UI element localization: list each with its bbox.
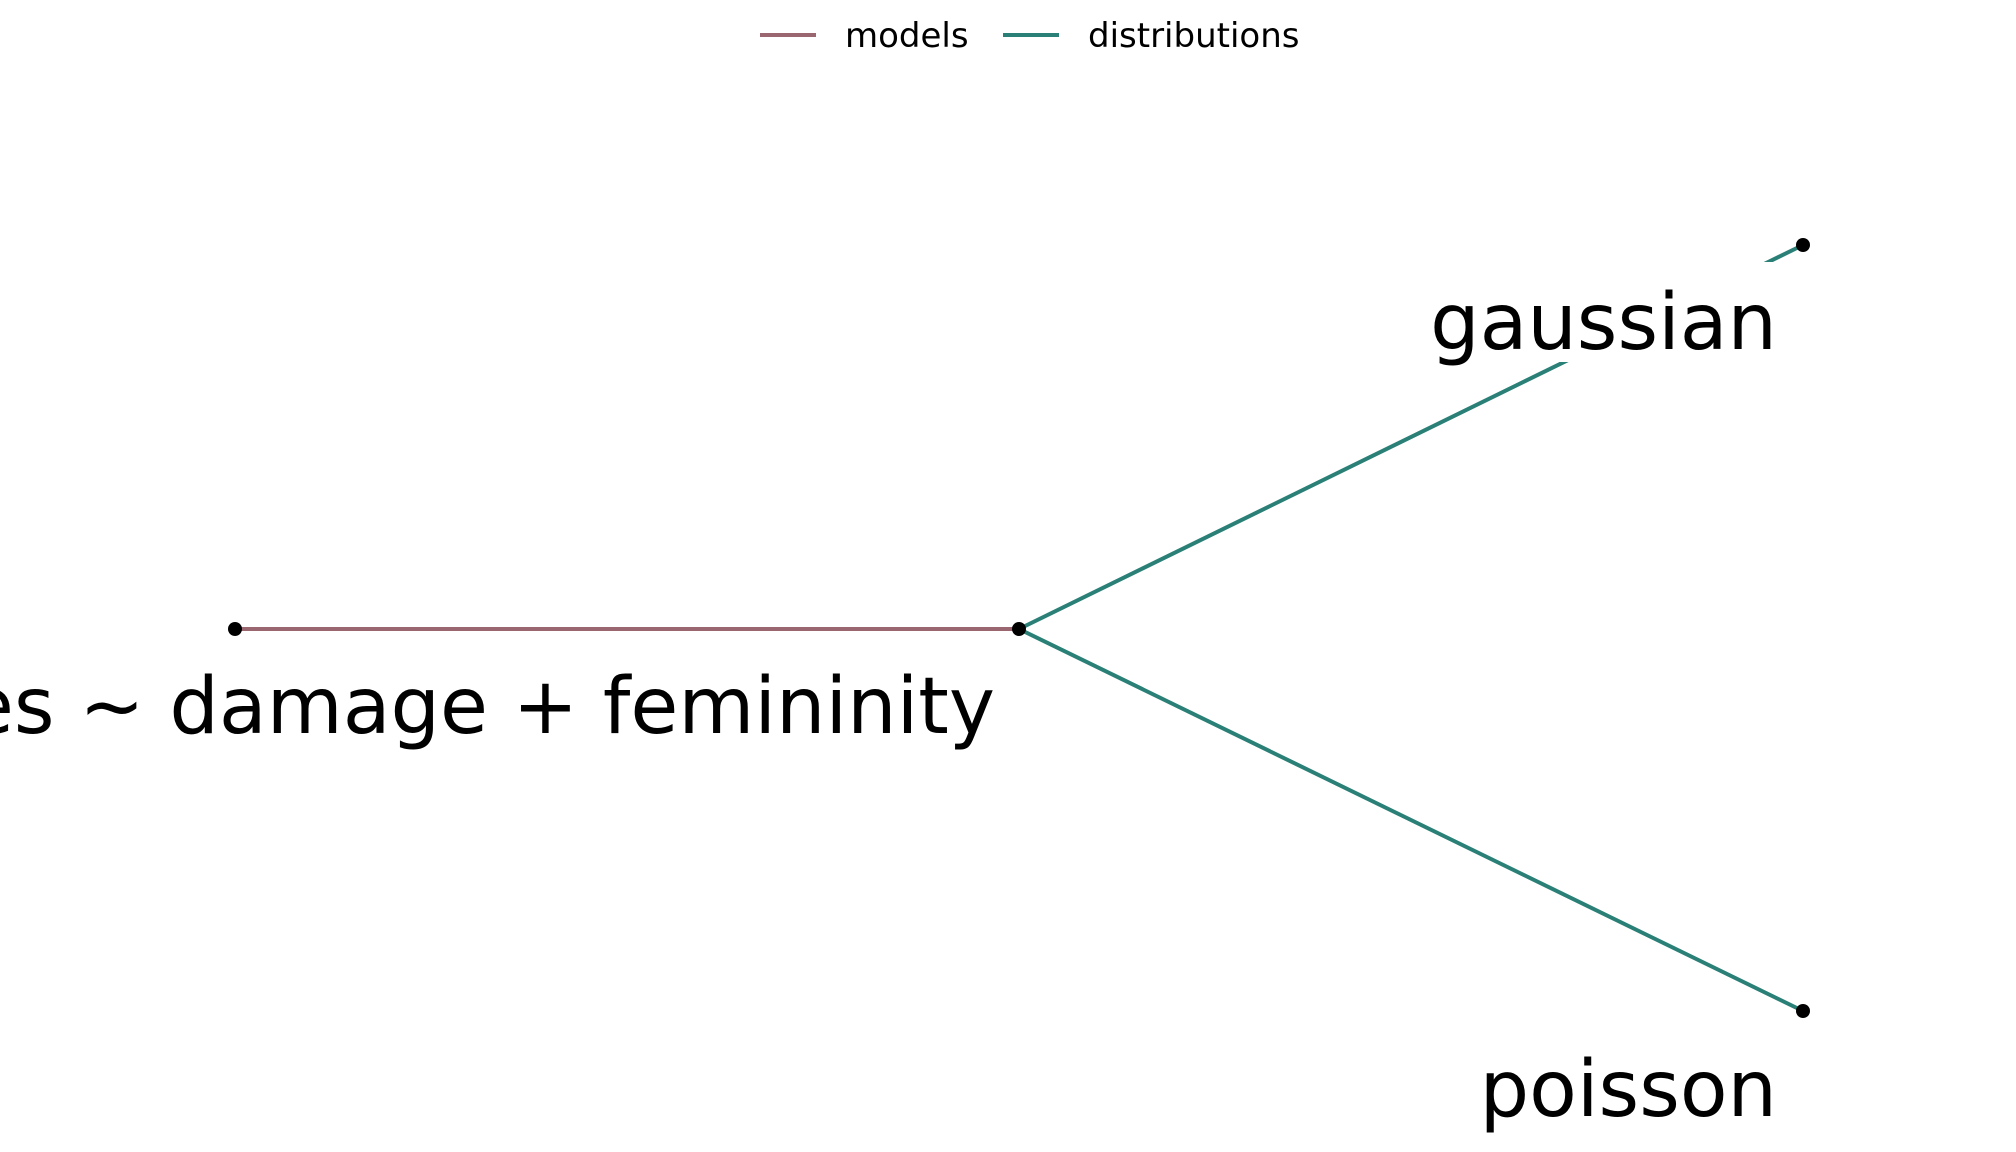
legend: models distributions xyxy=(760,16,1299,56)
tree-nodes xyxy=(228,238,1810,1018)
gaussian-label-background xyxy=(1410,262,1785,362)
model-node-label: injuries ~ damage + femininity xyxy=(0,662,995,752)
root-node xyxy=(228,622,242,636)
poisson-node-label: poisson xyxy=(1480,1045,1777,1135)
edge-model-to-poisson xyxy=(1018,627,1804,1013)
gaussian-node xyxy=(1796,238,1810,252)
tree-labels: injuries ~ damage + femininity gaussian … xyxy=(0,278,1777,1135)
poisson-node xyxy=(1796,1004,1810,1018)
legend-label-distributions: distributions xyxy=(1088,16,1299,56)
gaussian-node-label: gaussian xyxy=(1430,278,1777,368)
legend-item-distributions: distributions xyxy=(1003,16,1299,56)
legend-item-models: models xyxy=(760,16,969,56)
legend-label-models: models xyxy=(845,16,969,56)
model-node xyxy=(1012,622,1026,636)
poisson-label-background xyxy=(1460,1030,1785,1130)
model-label-background xyxy=(0,648,1000,748)
